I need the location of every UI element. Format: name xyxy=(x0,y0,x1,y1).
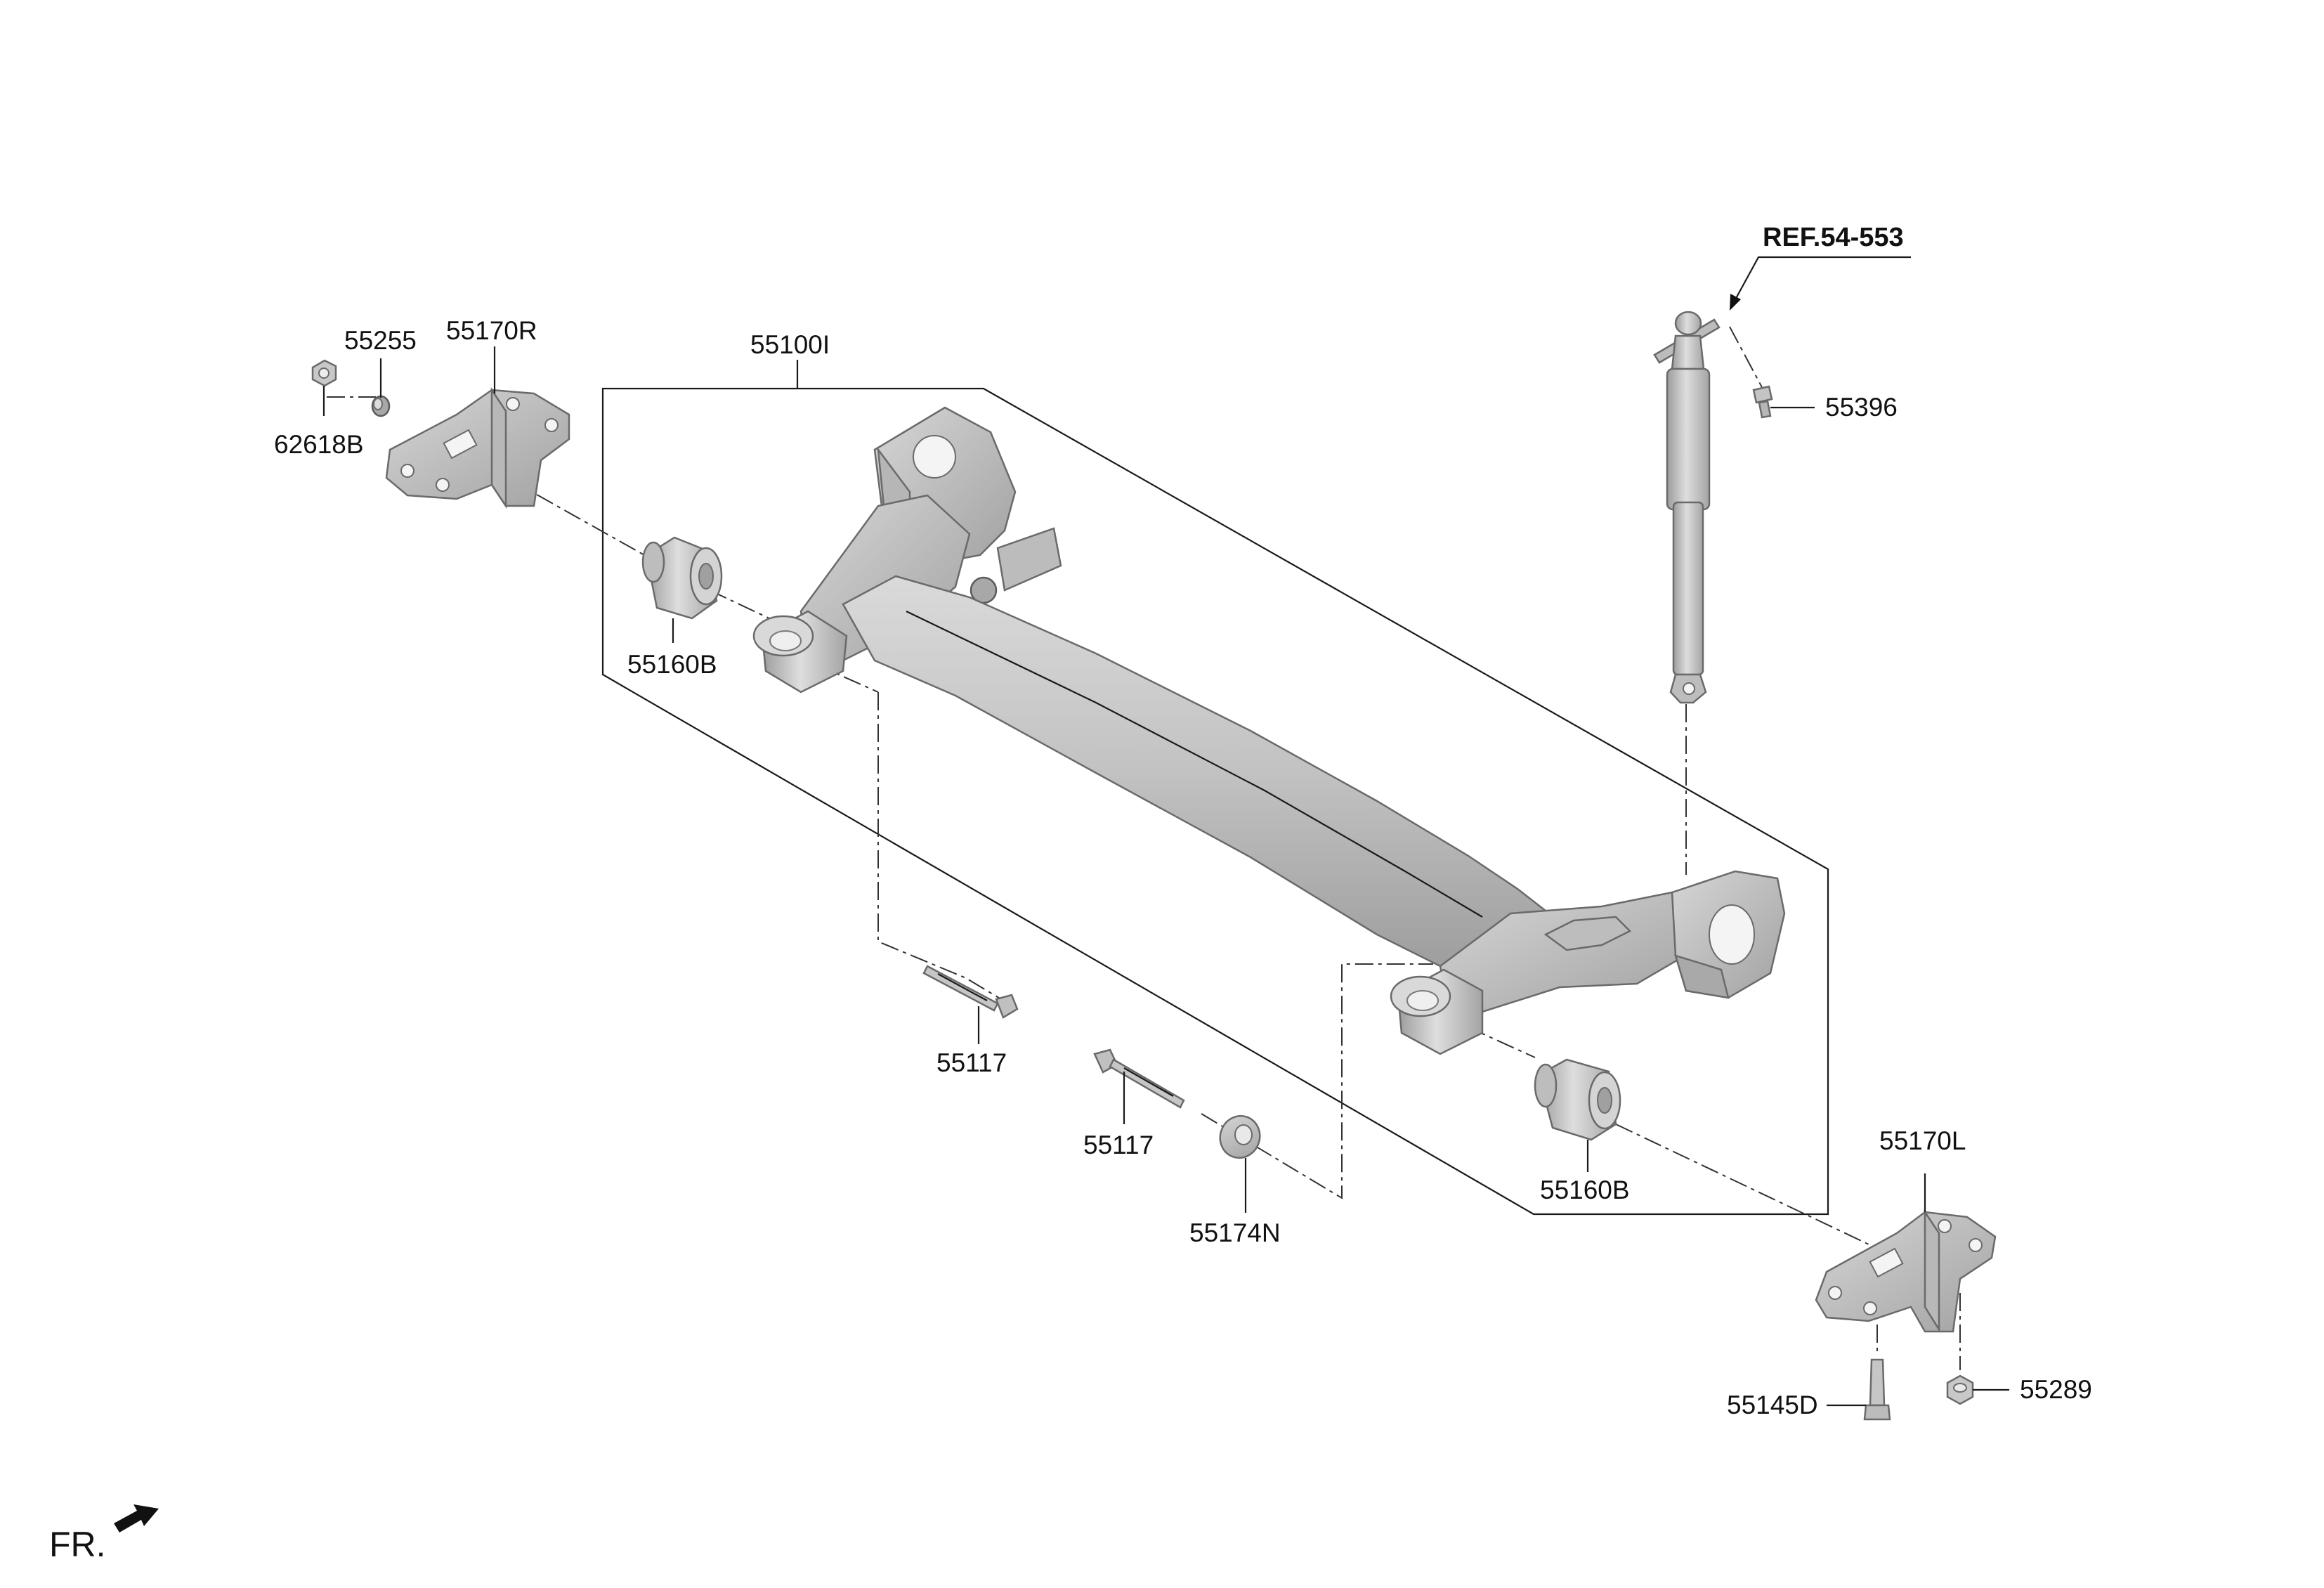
part-label-55289: 55289 xyxy=(2020,1375,2092,1404)
front-indicator-label: FR. xyxy=(49,1525,106,1564)
nut-62618B xyxy=(311,359,337,387)
part-label-55160B-left: 55160B xyxy=(627,650,717,679)
bolt-55145D xyxy=(1863,1358,1891,1421)
part-label-55174N: 55174N xyxy=(1189,1218,1281,1247)
shock-absorber xyxy=(1653,311,1721,704)
reference-label: REF.54-553 xyxy=(1763,223,1904,252)
bolt-55396 xyxy=(1752,385,1773,419)
part-label-55170L: 55170L xyxy=(1879,1126,1966,1155)
bolt-55117-upper xyxy=(922,965,1019,1019)
bushing-right xyxy=(1534,1058,1621,1141)
washer-55174N xyxy=(1219,1114,1261,1159)
torsion-beam-axle xyxy=(752,406,1786,1055)
part-label-62618B: 62618B xyxy=(274,430,364,459)
part-label-55145D: 55145D xyxy=(1727,1391,1818,1419)
part-label-55117-upper: 55117 xyxy=(936,1048,1007,1077)
assembly-outline-box xyxy=(601,387,1829,1216)
clip-55255 xyxy=(371,395,391,417)
nut-55289 xyxy=(1946,1374,1974,1405)
part-label-55100I: 55100I xyxy=(750,330,830,359)
part-label-55170R: 55170R xyxy=(446,316,537,345)
part-label-55396: 55396 xyxy=(1825,393,1898,422)
mounting-bracket-right xyxy=(385,386,570,509)
mounting-bracket-left xyxy=(1815,1209,1997,1333)
bolt-55117-lower xyxy=(1093,1048,1185,1109)
front-indicator: FR. xyxy=(49,1504,159,1564)
part-label-55117-lower: 55117 xyxy=(1083,1131,1154,1159)
part-label-55255: 55255 xyxy=(344,326,417,355)
front-arrow-icon xyxy=(114,1504,159,1532)
bushing-left xyxy=(641,536,723,620)
part-label-55160B-right: 55160B xyxy=(1540,1176,1630,1204)
leader-lines xyxy=(322,256,2009,1407)
